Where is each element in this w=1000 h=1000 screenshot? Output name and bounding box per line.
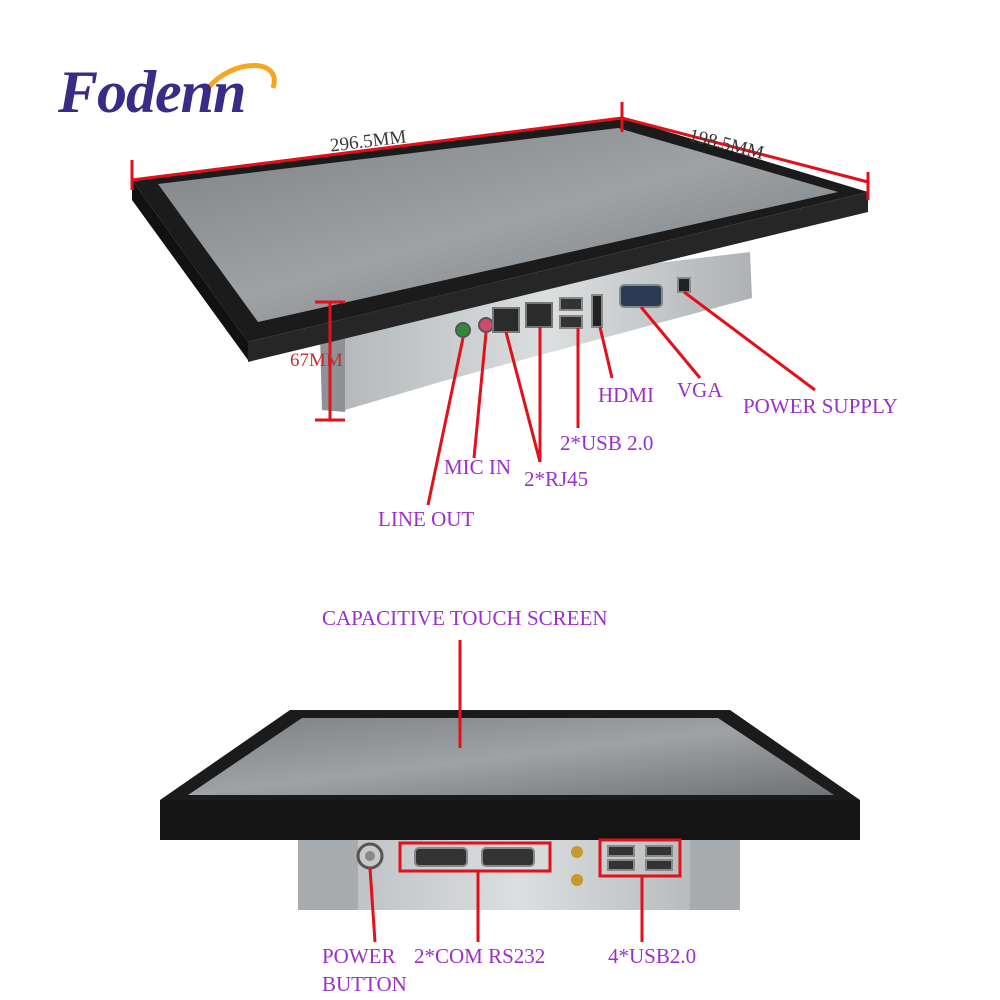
bottom-callout-lines xyxy=(368,640,682,943)
antenna-connector-1 xyxy=(571,846,583,858)
logo-text: Fodenn xyxy=(58,59,246,125)
dimension-height: 67MM xyxy=(290,350,343,371)
com-port-1 xyxy=(414,847,468,867)
top-screen xyxy=(158,128,838,322)
com-port-2 xyxy=(481,847,535,867)
usb-highlight-box xyxy=(598,838,682,878)
label-capacitive-touch-screen: CAPACITIVE TOUCH SCREEN xyxy=(322,606,608,630)
label-power-button-line2: BUTTON xyxy=(322,972,407,996)
rj45-port-1 xyxy=(492,307,520,333)
usb-port-1 xyxy=(559,297,583,311)
label-hdmi: HDMI xyxy=(598,383,654,407)
label-com-rs232: 2*COM RS232 xyxy=(414,944,546,968)
usb-port-2 xyxy=(559,315,583,329)
usb-port-a xyxy=(607,845,635,857)
usb-port-c xyxy=(645,845,673,857)
power-supply-port xyxy=(677,277,691,293)
com-highlight-box xyxy=(398,841,552,873)
label-line-out: LINE OUT xyxy=(378,507,475,531)
top-callout-lines xyxy=(426,290,816,506)
line-out-port xyxy=(455,322,471,338)
logo-swoosh-icon xyxy=(206,63,277,90)
top-device xyxy=(132,118,868,412)
label-power-button-line1: POWER xyxy=(322,944,396,968)
rj45-port-2 xyxy=(525,302,553,328)
label-rj45: 2*RJ45 xyxy=(524,467,589,491)
hdmi-port xyxy=(591,294,603,328)
vga-port xyxy=(619,284,663,308)
label-usb-2: 2*USB 2.0 xyxy=(560,431,654,455)
usb-port-b xyxy=(607,859,635,871)
label-mic-in: MIC IN xyxy=(444,455,512,479)
bottom-device xyxy=(160,710,860,910)
bottom-screen xyxy=(188,718,834,795)
antenna-connector-2 xyxy=(571,874,583,886)
label-usb-4: 4*USB2.0 xyxy=(608,944,697,968)
label-power-supply: POWER SUPPLY xyxy=(743,394,898,418)
label-vga: VGA xyxy=(677,378,723,402)
dimension-lines xyxy=(130,102,870,422)
mic-in-port xyxy=(478,317,494,333)
fodenn-logo: Fodenn xyxy=(58,58,338,134)
usb-port-d xyxy=(645,859,673,871)
